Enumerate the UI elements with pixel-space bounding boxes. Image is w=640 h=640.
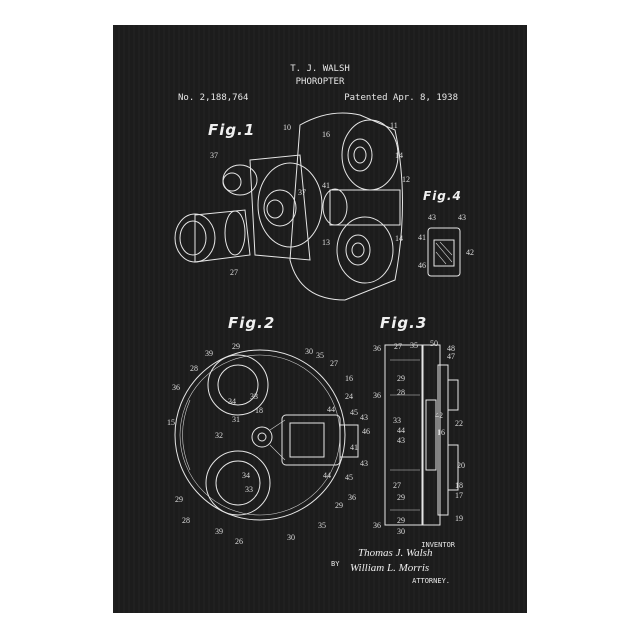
- fig2-reference-numeral: 28: [182, 516, 190, 525]
- fig2-reference-numeral: 30: [287, 533, 295, 542]
- fig2-reference-numeral: 44: [327, 405, 335, 414]
- fig3-reference-numeral: 47: [447, 352, 455, 361]
- fig4-label: Fig.4: [423, 189, 462, 203]
- fig2-reference-numeral: 28: [190, 364, 198, 373]
- fig3-reference-numeral: 35: [410, 341, 418, 350]
- fig4-drawing: [427, 227, 461, 277]
- fig3-reference-numeral: 42: [435, 411, 443, 420]
- patent-number: No. 2,188,764: [178, 93, 248, 103]
- fig2-reference-numeral: 45: [345, 473, 353, 482]
- inventor-name: T. J. WALSH: [290, 64, 350, 74]
- patent-poster: [113, 25, 527, 613]
- fig2-reference-numeral: 30: [305, 347, 313, 356]
- fig1-reference-numeral: 10: [283, 123, 291, 132]
- fig2-reference-numeral: 15: [167, 418, 175, 427]
- fig1-reference-numeral: 16: [322, 130, 330, 139]
- fig2-reference-numeral: 43: [360, 459, 368, 468]
- fig2-label: Fig.2: [228, 314, 275, 332]
- fig2-reference-numeral: 18: [255, 406, 263, 415]
- fig2-reference-numeral: 16: [345, 374, 353, 383]
- fig3-reference-numeral: 36: [373, 344, 381, 353]
- fig2-reference-numeral: 31: [232, 415, 240, 424]
- attorney-label: ATTORNEY.: [412, 577, 450, 585]
- fig3-reference-numeral: 18: [455, 481, 463, 490]
- fig3-reference-numeral: 19: [455, 514, 463, 523]
- fig3-reference-numeral: 27: [393, 481, 401, 490]
- fig3-reference-numeral: 43: [397, 436, 405, 445]
- fig3-reference-numeral: 16: [437, 428, 445, 437]
- fig2-reference-numeral: 26: [235, 537, 243, 546]
- fig1-label: Fig.1: [208, 121, 255, 139]
- fig3-label: Fig.3: [380, 314, 427, 332]
- fig3-reference-numeral: 22: [455, 419, 463, 428]
- fig4-reference-numeral: 43: [428, 213, 436, 222]
- fig2-reference-numeral: 29: [335, 501, 343, 510]
- fig1-reference-numeral: 14: [395, 151, 403, 160]
- fig2-reference-numeral: 44: [323, 471, 331, 480]
- patent-title: PHOROPTER: [296, 77, 345, 87]
- fig2-reference-numeral: 46: [362, 427, 370, 436]
- fig3-reference-numeral: 17: [455, 491, 463, 500]
- fig1-reference-numeral: 37: [298, 188, 306, 197]
- fig2-reference-numeral: 33: [250, 392, 258, 401]
- fig4-reference-numeral: 46: [418, 261, 426, 270]
- inventor-label: INVENTOR: [421, 541, 456, 549]
- fig2-reference-numeral: 43: [360, 413, 368, 422]
- attorney-signature: William L. Morris: [350, 562, 429, 574]
- fig2-reference-numeral: 41: [350, 443, 358, 452]
- fig3-reference-numeral: 27: [394, 342, 402, 351]
- fig3-drawing: [384, 344, 459, 526]
- fig3-reference-numeral: 29: [397, 516, 405, 525]
- fig3-reference-numeral: 20: [457, 461, 465, 470]
- patent-date: Patented Apr. 8, 1938: [344, 93, 458, 103]
- fig2-reference-numeral: 34: [242, 471, 250, 480]
- fig1-reference-numeral: 13: [322, 238, 330, 247]
- fig3-reference-numeral: 33: [393, 416, 401, 425]
- fig1-reference-numeral: 41: [322, 181, 330, 190]
- fig3-reference-numeral: 28: [397, 388, 405, 397]
- fig2-reference-numeral: 34: [228, 397, 236, 406]
- fig2-reference-numeral: 29: [232, 342, 240, 351]
- fig1-drawing: [174, 112, 403, 301]
- fig2-reference-numeral: 35: [318, 521, 326, 530]
- fig2-reference-numeral: 29: [175, 495, 183, 504]
- fig1-reference-numeral: 12: [402, 175, 410, 184]
- fig2-reference-numeral: 35: [316, 351, 324, 360]
- fig4-reference-numeral: 42: [466, 248, 474, 257]
- fig3-reference-numeral: 29: [397, 374, 405, 383]
- fig1-reference-numeral: 14: [395, 234, 403, 243]
- fig2-reference-numeral: 36: [348, 493, 356, 502]
- fig3-reference-numeral: 36: [373, 391, 381, 400]
- fig3-reference-numeral: 50: [430, 339, 438, 348]
- fig3-reference-numeral: 48: [447, 344, 455, 353]
- fig3-reference-numeral: 44: [397, 426, 405, 435]
- fig2-reference-numeral: 33: [245, 485, 253, 494]
- fig2-reference-numeral: 39: [215, 527, 223, 536]
- fig3-reference-numeral: 36: [373, 521, 381, 530]
- fig2-reference-numeral: 36: [172, 383, 180, 392]
- fig4-reference-numeral: 43: [458, 213, 466, 222]
- fig2-reference-numeral: 24: [345, 392, 353, 401]
- fig2-reference-numeral: 39: [205, 349, 213, 358]
- inventor-signature: Thomas J. Walsh: [358, 547, 433, 559]
- fig1-reference-numeral: 37: [210, 151, 218, 160]
- by-label: BY: [331, 560, 340, 568]
- fig1-reference-numeral: 27: [230, 268, 238, 277]
- fig4-reference-numeral: 41: [418, 233, 426, 242]
- fig3-reference-numeral: 29: [397, 493, 405, 502]
- fig2-reference-numeral: 27: [330, 359, 338, 368]
- fig2-drawing: [174, 349, 359, 521]
- fig3-reference-numeral: 30: [397, 527, 405, 536]
- fig1-reference-numeral: 11: [390, 121, 398, 130]
- fig2-reference-numeral: 45: [350, 408, 358, 417]
- fig2-reference-numeral: 32: [215, 431, 223, 440]
